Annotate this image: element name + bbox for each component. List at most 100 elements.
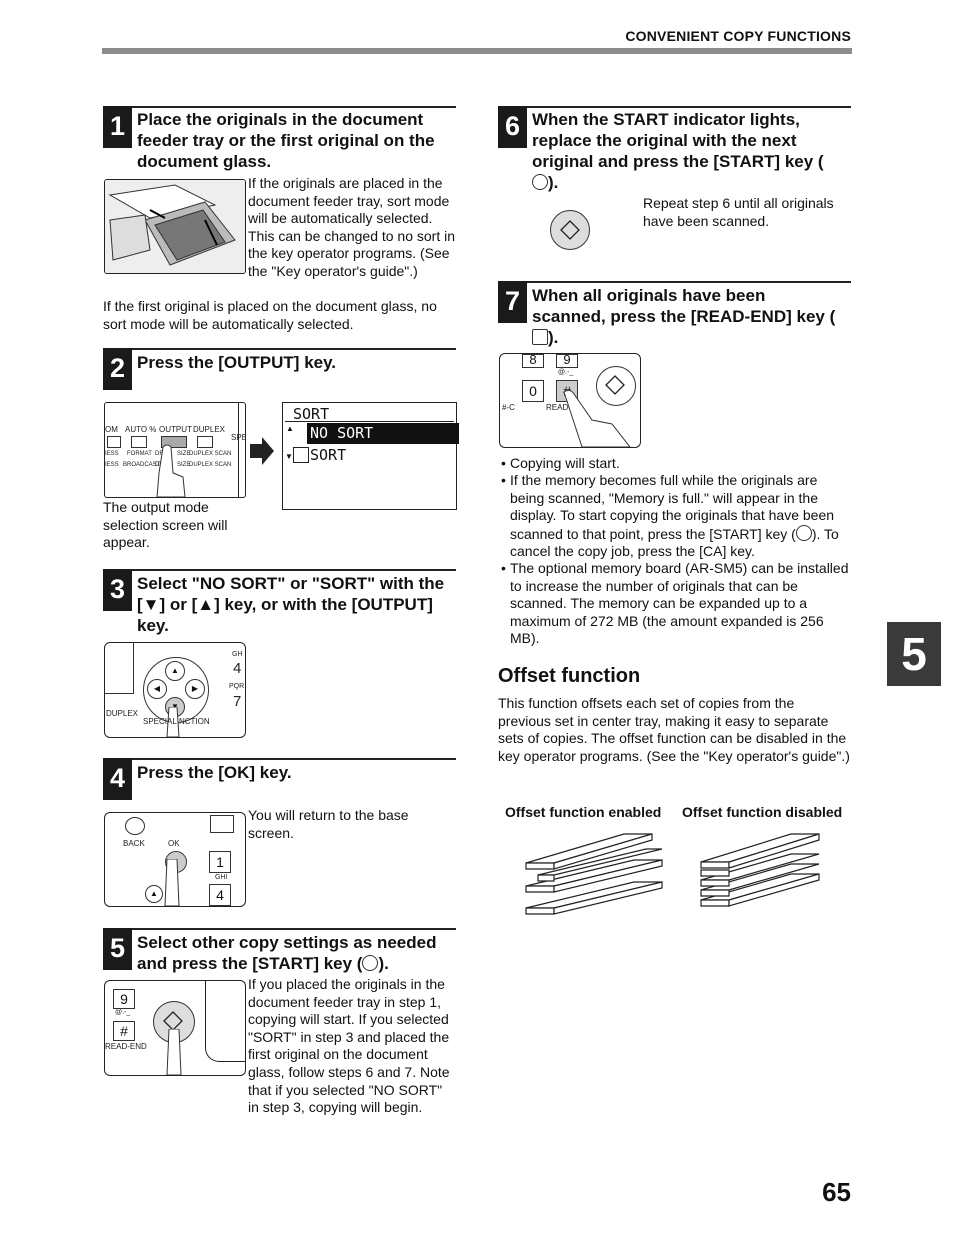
- paper-edge: [553, 833, 653, 870]
- step-rule: [103, 348, 456, 350]
- panel-label: AUTO %: [125, 425, 157, 434]
- bullet-dot: •: [501, 455, 506, 471]
- step-rule: [498, 281, 851, 283]
- step-rule: [498, 106, 851, 108]
- panel-label: FORMAT: [127, 451, 152, 457]
- step-title: Place the originals in the document feed…: [137, 110, 435, 171]
- display-edge: [105, 643, 134, 694]
- down-arrow-icon: ▼: [285, 452, 293, 461]
- bullet-dot: •: [501, 472, 506, 488]
- paper-edge: [537, 874, 555, 882]
- pressing-finger-icon: [156, 444, 186, 497]
- arrow-keys-panel-illustration: ▲ ◀ ▶ ▼ GH 4 PQR 7 DUPLEX SPECIAL NCTION: [104, 642, 246, 738]
- read-end-key-panel-illustration: 8 9 @.-_ 0 # #-C READ-EN: [499, 353, 641, 448]
- step-title: Select other copy settings as needed and…: [137, 932, 457, 974]
- up-key-icon: ▲: [145, 885, 163, 903]
- step-title: When the START indicator lights, replace…: [532, 109, 832, 193]
- offset-body: This function offsets each set of copies…: [498, 695, 850, 764]
- panel-label: DR: [155, 451, 164, 457]
- page-number: 65: [822, 1177, 851, 1207]
- pressing-hand-icon: [563, 390, 631, 447]
- step-title: Select "NO SORT" or "SORT" with the [▼] …: [137, 574, 445, 635]
- step-title-text: When all originals have been scanned, pr…: [532, 286, 836, 326]
- step-1-body: If the originals are placed in the docum…: [248, 175, 456, 279]
- key-1: 1: [209, 851, 231, 873]
- panel-label: DR: [155, 462, 164, 468]
- paper-edge: [700, 861, 730, 869]
- panel-label: OUTPUT: [159, 425, 192, 434]
- back-key: [125, 817, 145, 835]
- start-key-icon: [532, 174, 548, 190]
- bullet-item: • The optional memory board (AR-SM5) can…: [501, 560, 850, 648]
- panel-label: GHI: [215, 874, 228, 881]
- step-rule: [103, 928, 456, 930]
- read-end-key-icon: [532, 329, 548, 345]
- panel-label: DUPLEX: [193, 425, 226, 434]
- step-title-text: When the START indicator lights, replace…: [532, 110, 824, 171]
- running-header: CONVENIENT COPY FUNCTIONS: [625, 28, 851, 44]
- panel-label: #-C: [502, 403, 515, 412]
- bullet-text: Copying will start.: [510, 455, 620, 471]
- step-6-body: Repeat step 6 until all originals have b…: [643, 195, 834, 229]
- step-number: 7: [498, 281, 527, 323]
- step-title: When all originals have been scanned, pr…: [532, 285, 842, 348]
- panel-label: 4: [233, 660, 242, 677]
- panel-label: SIZE: [177, 451, 191, 457]
- up-arrow-icon: ▲: [286, 424, 294, 433]
- step-1-body-2: If the first original is placed on the d…: [103, 298, 437, 332]
- step-3: 3 Select "NO SORT" or "SORT" with the [▼…: [103, 569, 456, 635]
- panel-label: @.-_: [115, 1009, 131, 1016]
- up-key-icon: ▲: [165, 661, 185, 681]
- step-2: 2 Press the [OUTPUT] key.: [103, 348, 456, 392]
- key-8: 8: [522, 354, 544, 368]
- paper-edge: [525, 885, 555, 893]
- panel-label: @.-_: [558, 369, 574, 376]
- header-rule: [102, 48, 852, 54]
- pressing-finger-icon: [166, 1029, 182, 1075]
- paper-edge: [525, 862, 555, 870]
- paper-edge: [728, 873, 820, 907]
- key-9: 9: [556, 354, 578, 368]
- step-rule: [103, 106, 456, 108]
- paper-edge: [553, 881, 663, 915]
- start-key-icon: [362, 955, 379, 971]
- pressing-finger-icon: [164, 859, 180, 906]
- bullet-item: • Copying will start.: [501, 455, 850, 473]
- step-6: 6 When the START indicator lights, repla…: [498, 106, 851, 196]
- step-title: Press the [OK] key.: [137, 763, 292, 782]
- lcd-title: SORT: [293, 405, 330, 423]
- step-title-text: ).: [378, 954, 389, 973]
- sort-icon: [293, 447, 309, 463]
- lcd-option-sort: SORT: [310, 446, 347, 464]
- offset-heading: Offset function: [498, 665, 641, 687]
- step-number: 6: [498, 106, 527, 148]
- lcd-option-no-sort: NO SORT: [307, 423, 459, 444]
- paper-edge: [700, 889, 730, 897]
- pressing-finger-icon: [166, 707, 180, 737]
- offset-disabled-stack-illustration: [700, 833, 820, 907]
- bullet-text: If the memory becomes full while the ori…: [510, 472, 835, 542]
- start-key: [596, 366, 636, 406]
- copy-key-icon: [210, 815, 234, 833]
- step-5: 5 Select other copy settings as needed a…: [103, 928, 457, 974]
- document-feeder-illustration: [104, 179, 246, 274]
- step-5-body: If you placed the originals in the docum…: [248, 976, 450, 1116]
- step-rule: [103, 758, 456, 760]
- paper-edge: [553, 859, 663, 893]
- panel-label: READ-END: [105, 1042, 147, 1051]
- right-arrow-icon: [250, 437, 274, 465]
- step-number: 2: [103, 348, 132, 390]
- paper-edge: [525, 907, 555, 915]
- step-2-caption: The output mode selection screen will ap…: [103, 499, 228, 551]
- panel-key: [131, 436, 147, 448]
- paper-edge: [700, 899, 730, 907]
- start-key-icon: [795, 524, 812, 541]
- lcd-divider: [285, 421, 454, 422]
- panel-label: IESS: [105, 462, 119, 468]
- bullet-item: • If the memory becomes full while the o…: [501, 472, 852, 561]
- step-number: 4: [103, 758, 132, 800]
- step-number: 1: [103, 106, 132, 148]
- key-4: 4: [209, 884, 231, 906]
- start-key-panel-illustration: 9 @.-_ # READ-END: [104, 980, 246, 1076]
- bullet-text: The optional memory board (AR-SM5) can b…: [510, 560, 849, 647]
